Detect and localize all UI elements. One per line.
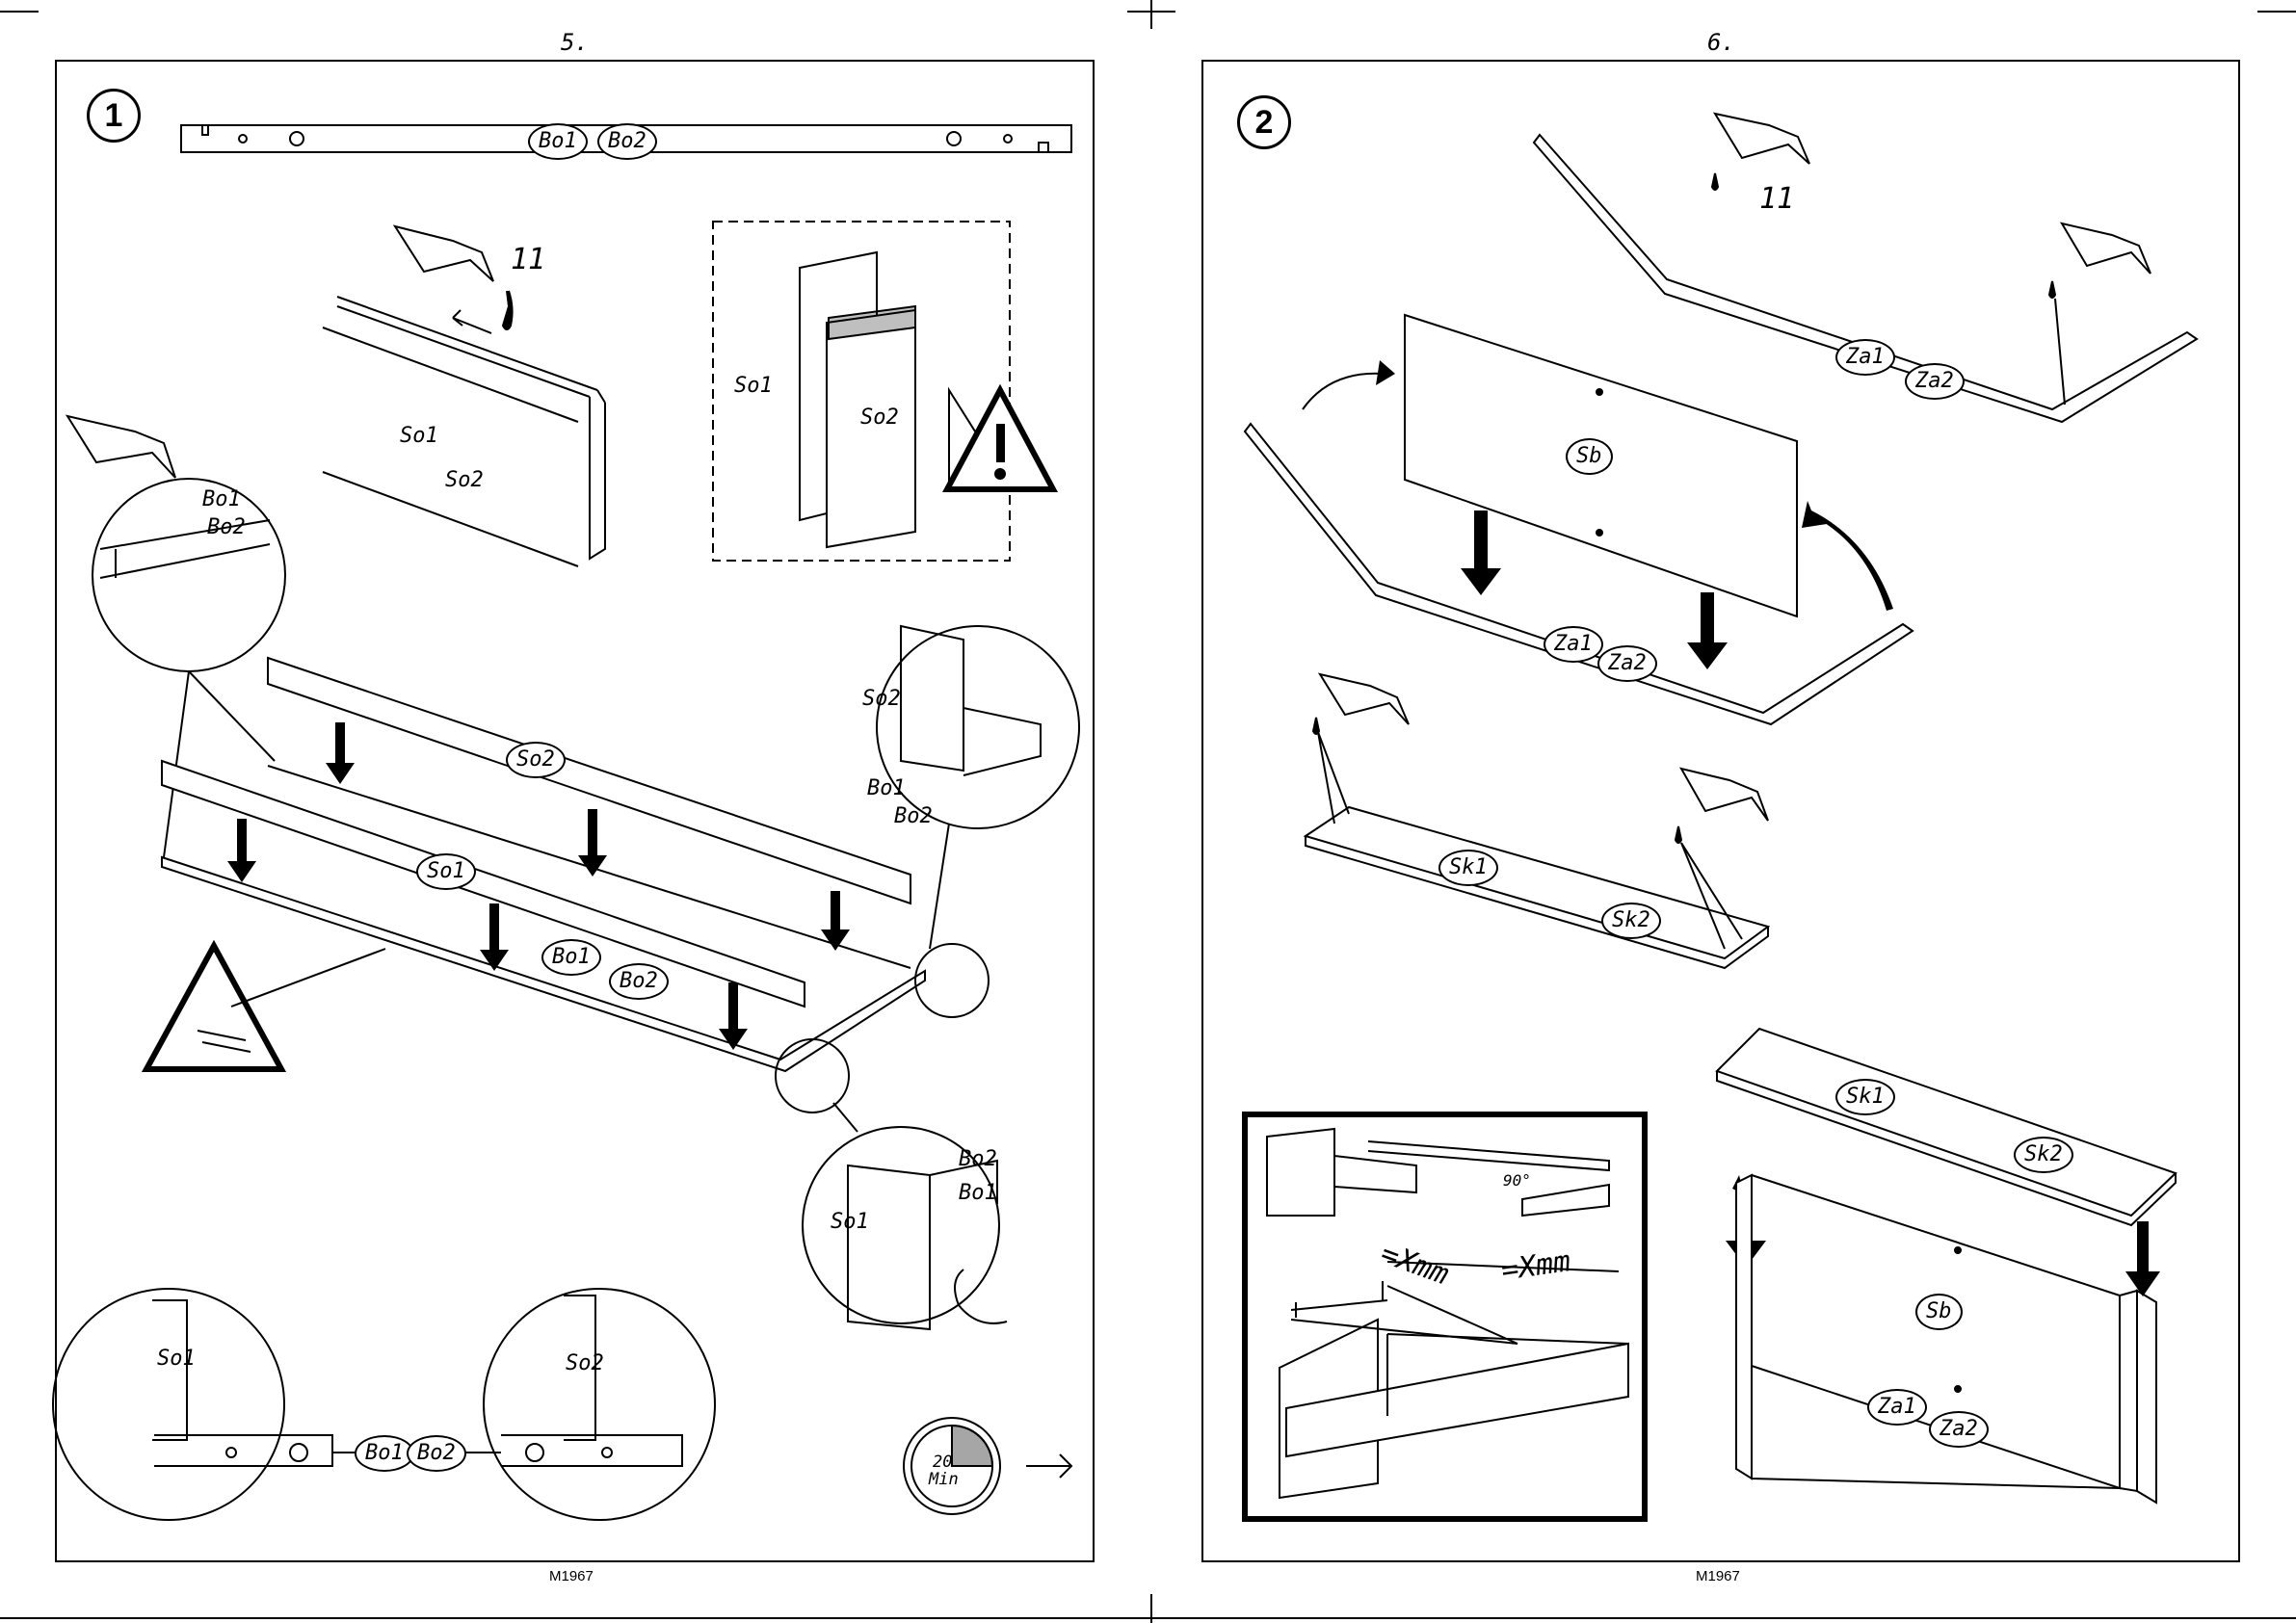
label-detail-so1: So1 xyxy=(734,376,773,397)
label-angle: 90° xyxy=(1503,1173,1531,1189)
bottom-detail-left xyxy=(53,1289,332,1520)
bottom-board-sk xyxy=(1306,674,1768,968)
oval-label-bo1-base: Bo1 xyxy=(541,939,601,976)
oval-label-bo2-top: Bo2 xyxy=(597,123,657,160)
label-zoom-bo2: Bo2 xyxy=(894,806,933,827)
oval-label-bo2-bottom: Bo2 xyxy=(407,1435,466,1472)
label-zoom-so2: So2 xyxy=(862,689,901,710)
top-frame-assembly xyxy=(1534,114,2197,422)
label-bottom-so1: So1 xyxy=(157,1348,196,1370)
label-zoom-bo1: Bo1 xyxy=(867,778,906,799)
so-board xyxy=(323,297,605,566)
oval-label-bo2-base: Bo2 xyxy=(609,963,669,1000)
oval-label-za1-top: Za1 xyxy=(1835,339,1895,376)
measurement-box xyxy=(1245,1114,1645,1519)
label-zoom2-bo1: Bo1 xyxy=(959,1183,997,1204)
label-zoom2-bo2: Bo2 xyxy=(959,1149,997,1170)
main-assembly xyxy=(162,658,925,1071)
oval-label-za2-top: Za2 xyxy=(1905,363,1965,400)
label-glue-bo2: Bo2 xyxy=(207,517,246,538)
timer-value: 20 xyxy=(933,1454,952,1471)
timer-icon xyxy=(904,1418,1071,1514)
oval-label-za1-mid: Za1 xyxy=(1544,626,1603,663)
glue-tube-icon-1 xyxy=(395,226,513,329)
oval-label-sk1: Sk1 xyxy=(1438,850,1498,886)
label-bottom-so2: So2 xyxy=(566,1353,604,1374)
oval-label-so2-rail: So2 xyxy=(506,742,566,778)
oval-label-bo1-bottom: Bo1 xyxy=(355,1435,414,1472)
timer-unit: Min xyxy=(929,1472,959,1488)
oval-label-so1-rail: So1 xyxy=(416,853,476,890)
oval-label-sb-final: Sb xyxy=(1915,1294,1963,1330)
glue-count-left: 11 xyxy=(511,246,545,275)
oval-label-za1-final: Za1 xyxy=(1867,1389,1927,1426)
glue-count-right: 11 xyxy=(1759,185,1794,214)
label-detail-so2: So2 xyxy=(860,407,899,429)
oval-label-sk1-final: Sk1 xyxy=(1835,1079,1895,1115)
label-glue-bo1: Bo1 xyxy=(202,489,241,510)
zoom-circle-glue xyxy=(67,416,285,857)
warning-triangle-icon xyxy=(947,390,1053,489)
step-number-1: 1 xyxy=(87,89,141,143)
bottom-detail-right xyxy=(332,1289,715,1520)
label-so1-board: So1 xyxy=(400,426,438,447)
triangle-marker-icon xyxy=(146,946,385,1069)
oval-label-bo1-top: Bo1 xyxy=(528,123,588,160)
oval-label-sb-panel: Sb xyxy=(1566,438,1613,475)
oval-label-za2-final: Za2 xyxy=(1929,1411,1989,1448)
oval-label-sk2: Sk2 xyxy=(1601,903,1661,939)
label-zoom2-so1: So1 xyxy=(831,1212,869,1233)
oval-label-sk2-final: Sk2 xyxy=(2014,1137,2073,1173)
oval-label-za2-mid: Za2 xyxy=(1597,645,1657,682)
step-number-2: 2 xyxy=(1237,95,1291,149)
label-so2-board: So2 xyxy=(445,470,484,491)
back-panel-sb xyxy=(1303,315,1797,616)
